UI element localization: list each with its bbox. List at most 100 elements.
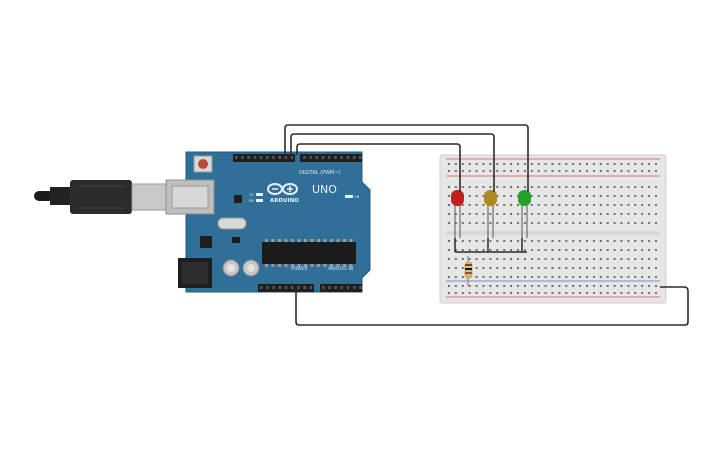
- breadboard-hole: [655, 285, 657, 287]
- wire-ground[interactable]: [295, 286, 689, 326]
- led-yellow[interactable]: [484, 190, 497, 238]
- wire-red-led[interactable]: [296, 143, 461, 192]
- breadboard-hole: [530, 213, 533, 215]
- breadboard-hole: [620, 204, 623, 206]
- breadboard-hole: [565, 163, 568, 165]
- breadboard-hole: [634, 163, 637, 165]
- breadboard-hole: [648, 213, 651, 215]
- wire-green-led[interactable]: [284, 124, 529, 192]
- breadboard-hole: [454, 267, 457, 269]
- breadboard-hole: [572, 267, 575, 269]
- breadboard-hole: [530, 186, 533, 188]
- breadboard-hole: [482, 292, 485, 294]
- breadboard-hole: [461, 240, 464, 242]
- breadboard-hole: [510, 213, 513, 215]
- breadboard-hole: [558, 170, 561, 172]
- header-pin: [247, 156, 250, 159]
- breadboard-hole: [503, 195, 506, 197]
- breadboard-hole: [468, 186, 471, 188]
- chip-pin: [291, 239, 294, 242]
- chip-pin: [284, 264, 288, 267]
- breadboard-hole: [565, 186, 568, 188]
- chip-pin: [330, 239, 333, 242]
- breadboard[interactable]: [439, 154, 667, 304]
- power-label: POWER: [291, 266, 308, 272]
- breadboard-hole: [475, 170, 478, 172]
- on-led: [345, 195, 353, 198]
- breadboard-hole: [613, 195, 616, 197]
- breadboard-body: [439, 154, 667, 304]
- breadboard-hole: [517, 186, 519, 188]
- chip-pin: [278, 239, 281, 242]
- breadboard-hole: [579, 163, 582, 165]
- breadboard-hole: [510, 186, 513, 188]
- breadboard-hole: [517, 267, 519, 269]
- breadboard-hole: [517, 204, 519, 206]
- wire-yellow-led[interactable]: [290, 133, 495, 192]
- breadboard-hole: [592, 213, 595, 215]
- breadboard-hole: [586, 292, 588, 294]
- breadboard-hole: [537, 276, 540, 278]
- header-pin: [278, 156, 281, 159]
- breadboard-hole: [544, 204, 547, 206]
- breadboard-hole: [572, 186, 575, 188]
- breadboard-hole: [482, 204, 485, 206]
- breadboard-hole: [468, 249, 471, 251]
- breadboard-hole: [523, 258, 526, 260]
- breadboard-hole: [592, 267, 595, 269]
- breadboard-hole: [496, 163, 499, 165]
- breadboard-hole: [592, 240, 595, 242]
- chip-pin: [336, 264, 340, 267]
- breadboard-hole: [510, 267, 513, 269]
- breadboard-hole: [655, 222, 657, 224]
- breadboard-hole: [530, 258, 533, 260]
- breadboard-hole: [551, 170, 554, 172]
- breadboard-hole: [613, 276, 616, 278]
- breadboard-hole: [468, 222, 471, 224]
- breadboard-hole: [537, 258, 540, 260]
- breadboard-hole: [613, 267, 616, 269]
- digital-header-right: [300, 154, 362, 162]
- breadboard-hole: [489, 249, 492, 251]
- resistor[interactable]: [464, 256, 473, 286]
- breadboard-hole: [606, 285, 609, 287]
- breadboard-hole: [648, 258, 651, 260]
- breadboard-hole: [579, 222, 582, 224]
- breadboard-hole: [496, 267, 499, 269]
- usb-cable[interactable]: [34, 180, 168, 214]
- reset-button-cap[interactable]: [198, 159, 208, 169]
- chip-pin: [265, 264, 268, 267]
- breadboard-hole: [537, 222, 540, 224]
- usb-plug-body: [70, 180, 132, 214]
- breadboard-hole: [579, 170, 582, 172]
- breadboard-hole: [599, 204, 602, 206]
- breadboard-hole: [489, 292, 492, 294]
- led-red[interactable]: [451, 190, 464, 238]
- breadboard-hole: [544, 285, 547, 287]
- breadboard-hole: [592, 163, 595, 165]
- breadboard-hole: [517, 276, 519, 278]
- breadboard-hole: [544, 240, 547, 242]
- breadboard-hole: [551, 213, 554, 215]
- breadboard-hole: [517, 163, 519, 165]
- breadboard-hole: [579, 204, 582, 206]
- breadboard-hole: [544, 249, 547, 251]
- arduino-uno-board[interactable]: DIGITAL (PWM~) ARDUINO UNO TX RX ON: [165, 151, 371, 293]
- breadboard-hole: [461, 222, 464, 224]
- breadboard-hole: [454, 285, 457, 287]
- breadboard-hole: [641, 292, 644, 294]
- led-yellow-body: [484, 190, 497, 206]
- breadboard-hole: [641, 213, 644, 215]
- breadboard-hole: [510, 285, 513, 287]
- header-pin: [346, 286, 350, 289]
- breadboard-hole: [655, 267, 657, 269]
- breadboard-hole: [634, 170, 637, 172]
- breadboard-hole: [565, 170, 568, 172]
- digital-header-left: [233, 154, 295, 162]
- breadboard-hole: [648, 249, 651, 251]
- breadboard-hole: [613, 204, 616, 206]
- breadboard-hole: [620, 240, 623, 242]
- led-green[interactable]: [518, 190, 531, 238]
- breadboard-hole: [523, 163, 526, 165]
